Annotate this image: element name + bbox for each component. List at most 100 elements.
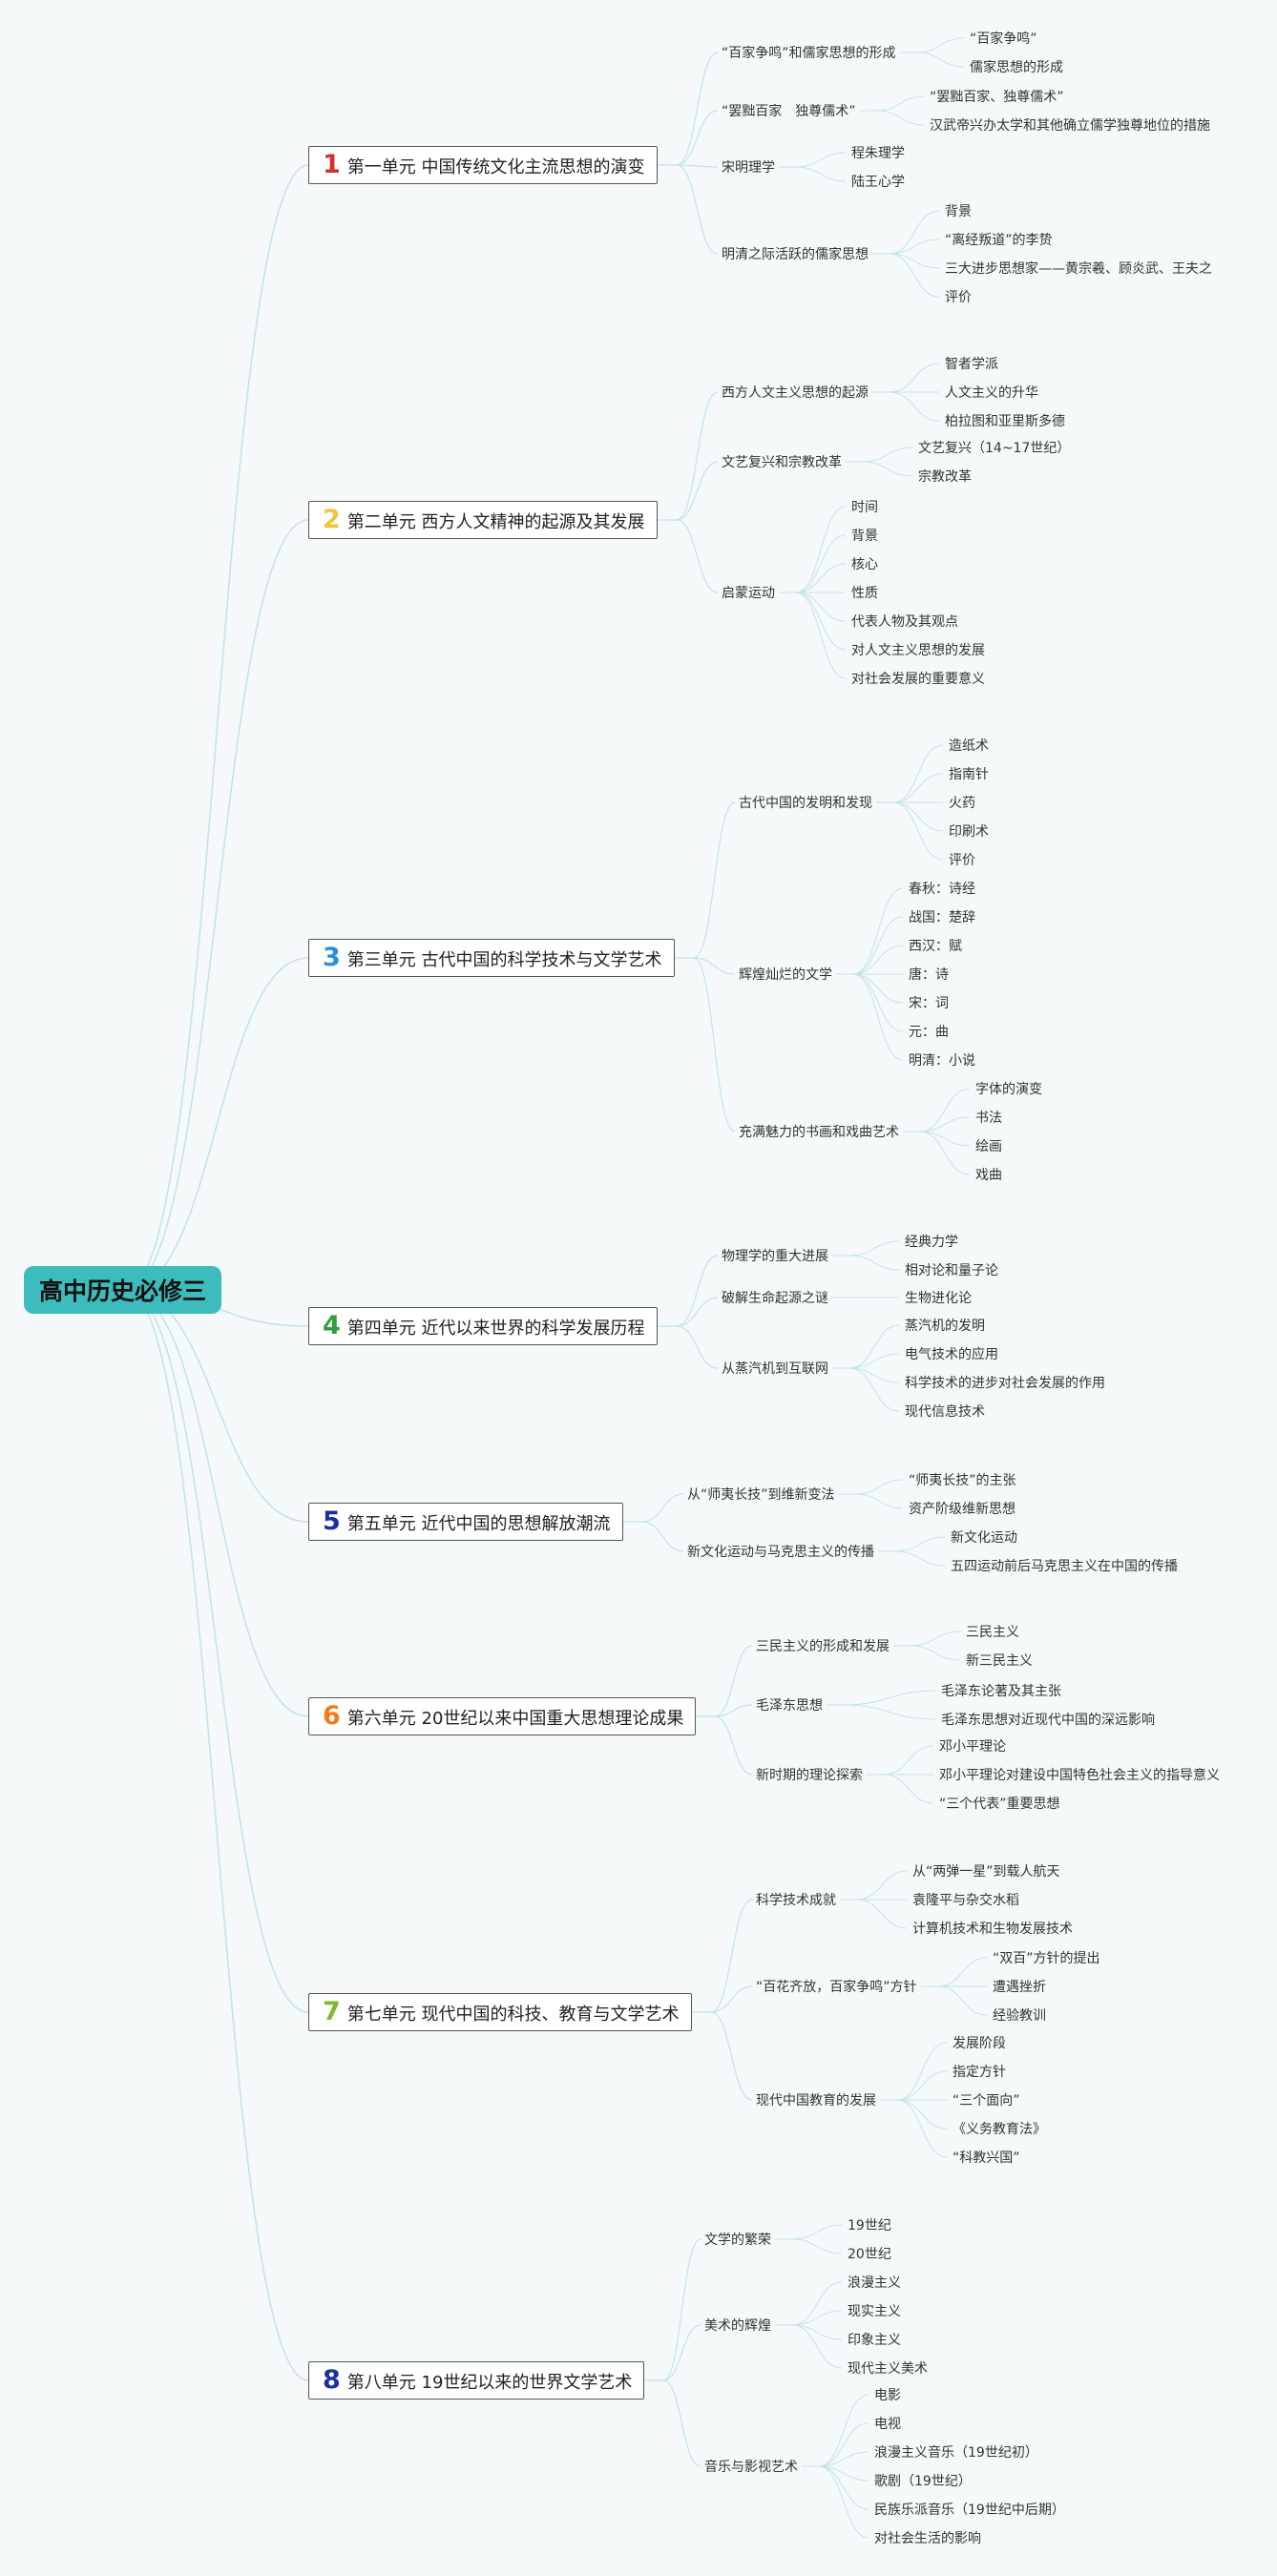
- leaf-node[interactable]: 背景: [945, 204, 972, 219]
- topic-node[interactable]: 科学技术成就: [756, 1893, 836, 1908]
- leaf-node[interactable]: “师夷长技”的主张: [909, 1473, 1016, 1488]
- leaf-node[interactable]: 邓小平理论: [939, 1739, 1006, 1755]
- topic-node[interactable]: 宋明理学: [722, 160, 775, 176]
- topic-node[interactable]: 文艺复兴和宗教改革: [722, 455, 842, 470]
- leaf-node[interactable]: 对社会发展的重要意义: [851, 672, 985, 687]
- leaf-node[interactable]: 造纸术: [949, 738, 989, 754]
- topic-node[interactable]: 音乐与影视艺术: [704, 2460, 798, 2475]
- leaf-node[interactable]: 生物进化论: [905, 1291, 972, 1306]
- leaf-node[interactable]: 毛泽东论著及其主张: [941, 1684, 1061, 1699]
- leaf-node[interactable]: 人文主义的升华: [945, 385, 1038, 401]
- leaf-node[interactable]: 背景: [851, 529, 878, 544]
- leaf-node[interactable]: 从“两弹一星”到载人航天: [912, 1864, 1060, 1880]
- leaf-node[interactable]: 汉武帝兴办太学和其他确立儒学独尊地位的措施: [930, 118, 1210, 134]
- leaf-node[interactable]: 宗教改革: [918, 469, 972, 485]
- leaf-node[interactable]: 陆王心学: [851, 175, 905, 190]
- leaf-node[interactable]: 元：曲: [909, 1025, 949, 1040]
- leaf-node[interactable]: 资产阶级维新思想: [909, 1502, 1015, 1517]
- leaf-node[interactable]: 五四运动前后马克思主义在中国的传播: [951, 1559, 1178, 1574]
- leaf-node[interactable]: 现实主义: [848, 2304, 901, 2319]
- leaf-node[interactable]: 发展阶段: [953, 2036, 1006, 2051]
- leaf-node[interactable]: “百家争鸣”: [970, 31, 1037, 47]
- leaf-node[interactable]: 指南针: [949, 767, 989, 782]
- topic-node[interactable]: 西方人文主义思想的起源: [722, 385, 869, 401]
- leaf-node[interactable]: 电气技术的应用: [905, 1347, 998, 1362]
- topic-node[interactable]: 新文化运动与马克思主义的传播: [687, 1545, 874, 1560]
- leaf-node[interactable]: 民族乐派音乐（19世纪中后期）: [874, 2503, 1065, 2518]
- topic-node[interactable]: “罢黜百家 独尊儒术”: [722, 104, 856, 119]
- leaf-node[interactable]: “双百”方针的提出: [993, 1951, 1100, 1966]
- leaf-node[interactable]: 19世纪: [848, 2218, 891, 2233]
- leaf-node[interactable]: 三大进步思想家——黄宗羲、顾炎武、王夫之: [945, 261, 1212, 277]
- leaf-node[interactable]: 新三民主义: [966, 1653, 1033, 1669]
- leaf-node[interactable]: 火药: [949, 796, 975, 811]
- leaf-node[interactable]: 唐：诗: [909, 967, 949, 983]
- leaf-node[interactable]: 评价: [945, 290, 972, 305]
- topic-node[interactable]: 现代中国教育的发展: [756, 2093, 876, 2109]
- leaf-node[interactable]: 电影: [874, 2388, 901, 2403]
- leaf-node[interactable]: 20世纪: [848, 2247, 891, 2262]
- leaf-node[interactable]: 印刷术: [949, 824, 989, 840]
- leaf-node[interactable]: “离经叛道”的李贽: [945, 233, 1053, 248]
- leaf-node[interactable]: 代表人物及其观点: [851, 614, 958, 630]
- leaf-node[interactable]: 性质: [851, 586, 878, 601]
- leaf-node[interactable]: “三个面向”: [953, 2093, 1020, 2109]
- leaf-node[interactable]: 现代信息技术: [905, 1404, 985, 1420]
- leaf-node[interactable]: 时间: [851, 500, 878, 515]
- leaf-node[interactable]: 印象主义: [848, 2333, 901, 2348]
- topic-node[interactable]: 三民主义的形成和发展: [756, 1639, 890, 1654]
- leaf-node[interactable]: 计算机技术和生物发展技术: [912, 1922, 1073, 1937]
- leaf-node[interactable]: 柏拉图和亚里斯多德: [945, 414, 1065, 429]
- leaf-node[interactable]: 蒸汽机的发明: [905, 1319, 985, 1334]
- topic-node[interactable]: “百花齐放，百家争鸣”方针: [756, 1980, 917, 1995]
- leaf-node[interactable]: “三个代表”重要思想: [939, 1797, 1060, 1812]
- leaf-node[interactable]: 文艺复兴（14~17世纪）: [918, 441, 1071, 456]
- leaf-node[interactable]: 对社会生活的影响: [874, 2531, 981, 2546]
- leaf-node[interactable]: 科学技术的进步对社会发展的作用: [905, 1376, 1105, 1391]
- leaf-node[interactable]: 《义务教育法》: [953, 2122, 1046, 2137]
- topic-node[interactable]: 从“师夷长技”到维新变法: [687, 1487, 835, 1503]
- topic-node[interactable]: 破解生命起源之谜: [722, 1291, 828, 1306]
- leaf-node[interactable]: 程朱理学: [851, 146, 905, 161]
- leaf-node[interactable]: 戏曲: [975, 1168, 1002, 1183]
- topic-node[interactable]: 从蒸汽机到互联网: [722, 1361, 828, 1377]
- leaf-node[interactable]: 电视: [874, 2417, 901, 2432]
- leaf-node[interactable]: 歌剧（19世纪）: [874, 2474, 972, 2489]
- topic-node[interactable]: 启蒙运动: [722, 586, 775, 601]
- leaf-node[interactable]: “罢黜百家、独尊儒术”: [930, 90, 1064, 105]
- leaf-node[interactable]: 儒家思想的形成: [970, 60, 1063, 75]
- topic-node[interactable]: 古代中国的发明和发现: [739, 796, 872, 811]
- leaf-node[interactable]: 评价: [949, 853, 975, 868]
- leaf-node[interactable]: 绘画: [975, 1139, 1002, 1154]
- leaf-node[interactable]: 春秋：诗经: [909, 882, 975, 897]
- root-node[interactable]: 高中历史必修三: [24, 1266, 222, 1314]
- leaf-node[interactable]: 对人文主义思想的发展: [851, 643, 985, 658]
- leaf-node[interactable]: 邓小平理论对建设中国特色社会主义的指导意义: [939, 1768, 1220, 1783]
- leaf-node[interactable]: 智者学派: [945, 357, 998, 372]
- leaf-node[interactable]: 宋：词: [909, 996, 949, 1011]
- leaf-node[interactable]: 经验教训: [993, 2008, 1046, 2024]
- topic-node[interactable]: “百家争鸣”和儒家思想的形成: [722, 46, 896, 61]
- leaf-node[interactable]: 指定方针: [953, 2065, 1006, 2080]
- leaf-node[interactable]: 袁隆平与杂交水稻: [912, 1893, 1019, 1908]
- topic-node[interactable]: 毛泽东思想: [756, 1698, 823, 1714]
- leaf-node[interactable]: 新文化运动: [951, 1530, 1017, 1546]
- leaf-node[interactable]: 浪漫主义音乐（19世纪初）: [874, 2445, 1038, 2461]
- topic-node[interactable]: 物理学的重大进展: [722, 1249, 828, 1264]
- topic-node[interactable]: 充满魅力的书画和戏曲艺术: [739, 1125, 899, 1140]
- leaf-node[interactable]: 西汉：赋: [909, 939, 962, 954]
- leaf-node[interactable]: 遭遇挫折: [993, 1980, 1046, 1995]
- leaf-node[interactable]: 现代主义美术: [848, 2361, 928, 2377]
- leaf-node[interactable]: 战国：楚辞: [909, 910, 975, 925]
- leaf-node[interactable]: 书法: [975, 1111, 1002, 1126]
- topic-node[interactable]: 明清之际活跃的儒家思想: [722, 247, 869, 262]
- leaf-node[interactable]: 经典力学: [905, 1235, 958, 1250]
- leaf-node[interactable]: 浪漫主义: [848, 2275, 901, 2291]
